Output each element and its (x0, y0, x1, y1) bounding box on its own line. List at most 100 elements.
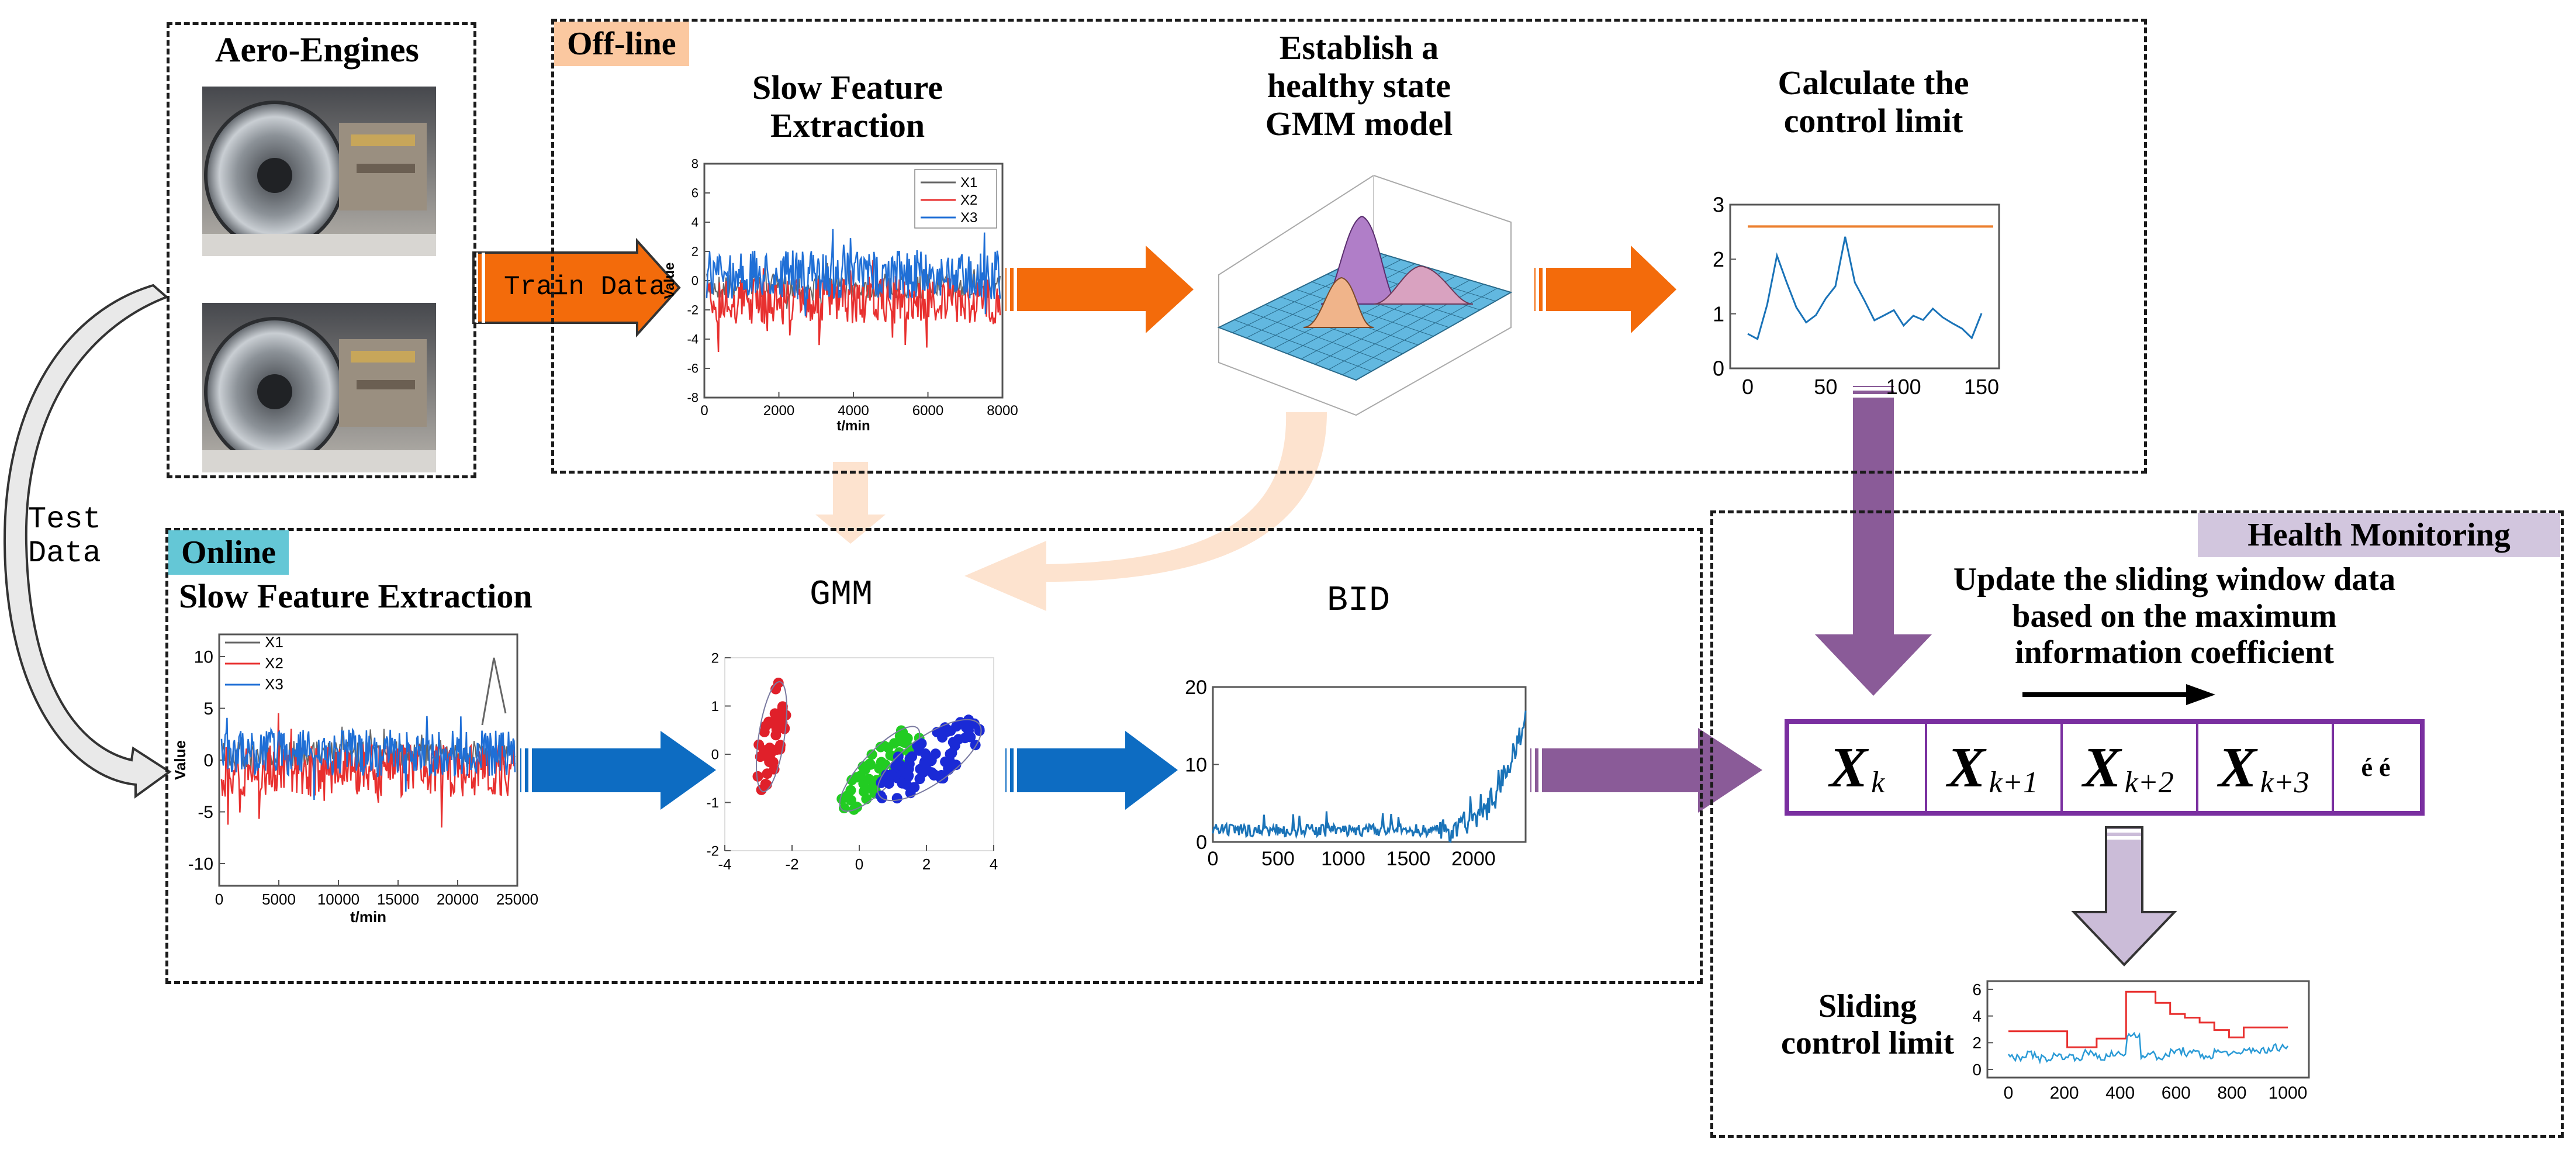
sliding-limit-line (2008, 990, 2288, 1048)
window-direction-arrow (2022, 684, 2215, 705)
sfe-on-y-label: -5 (198, 803, 213, 822)
cluster-blue-point (897, 778, 908, 789)
cluster-red-point (763, 716, 774, 727)
cluster-blue-point-ellipse (877, 719, 982, 802)
sfe-off-y-label: -2 (687, 303, 699, 317)
legend-label: X2 (960, 192, 977, 208)
limit-x-label: 50 (1814, 375, 1837, 399)
legend-label: X3 (265, 675, 283, 693)
offline-box (551, 19, 2147, 474)
gmm-x-label: 0 (855, 855, 863, 873)
slide-x-label: 400 (2105, 1083, 2135, 1103)
slide-x-label: 0 (2004, 1083, 2014, 1103)
window-to-sliding-arrow (2071, 826, 2177, 966)
sfe-on-x-label: 20000 (437, 890, 479, 908)
cluster-blue-point (895, 760, 906, 771)
offline-arrow-2 (1534, 246, 1676, 333)
sfe-off-x-label: 0 (700, 403, 708, 419)
sfe-off-x-label: 2000 (763, 403, 794, 419)
cluster-blue-point (886, 769, 897, 781)
window-cell-ellipsis: é é (2361, 753, 2391, 782)
limit-y-label: 3 (1713, 193, 1724, 217)
test-data-label: Test Data (28, 502, 101, 571)
limit-to-window-arrow (1815, 386, 1932, 696)
engine-image-1 (202, 87, 436, 256)
sfe-off-y-label: -4 (687, 332, 699, 347)
cluster-red-point (773, 716, 784, 727)
online-arrow-1 (520, 731, 716, 810)
surface-grid (1342, 288, 1498, 375)
cluster-green-point (841, 792, 852, 803)
sfe-on-y-label: 10 (194, 648, 213, 667)
cluster-blue-point (914, 774, 925, 785)
limit-y-label: 1 (1713, 302, 1724, 326)
legend-label: X1 (265, 633, 283, 651)
series-x3-line (220, 716, 516, 800)
gmm-x-label: 4 (990, 855, 998, 873)
bid-y-label: 10 (1185, 754, 1207, 776)
cluster-green-point (876, 757, 887, 768)
health-monitoring-tag: Health Monitoring (2198, 513, 2560, 557)
x-axis-title: t/min (350, 908, 386, 926)
gmm-3d-surface (1217, 174, 1513, 416)
slide-y-label: 4 (1972, 1007, 1982, 1025)
surface-peak-3 (1373, 265, 1474, 305)
aero-engines-title: Aero-Engines (215, 30, 419, 69)
cluster-red-point (773, 677, 784, 688)
model-to-online-gmm-arrow (964, 412, 1327, 611)
cluster-blue-point (883, 778, 894, 789)
cluster-red-point (752, 771, 763, 782)
bid-x-label: 1000 (1321, 848, 1365, 870)
offline-sfe-title: Slow Feature Extraction (752, 68, 943, 144)
slide-x-label: 200 (2050, 1083, 2079, 1103)
cluster-blue-point (922, 765, 933, 776)
cluster-red-point-ellipse (756, 681, 787, 792)
online-gmm-title: GMM (810, 575, 873, 615)
legend-label: X3 (960, 210, 977, 226)
train-arrow-stripes (475, 253, 485, 323)
cluster-green-point (859, 764, 870, 775)
online-box (165, 528, 1703, 984)
gmm-y-label: 2 (711, 650, 719, 666)
series-x3-line (706, 229, 1001, 316)
sfe-off-x-label: 8000 (987, 403, 1018, 419)
sfe-off-y-label: -6 (687, 361, 699, 376)
slide-x-label: 800 (2217, 1083, 2246, 1103)
sliding-statistic-line (2007, 1031, 2289, 1065)
cluster-green-point (863, 774, 874, 785)
gmm-x-label: 2 (922, 855, 931, 873)
sfe-off-y-label: 6 (691, 186, 699, 201)
limit-y-label: 0 (1713, 357, 1724, 381)
sfe-off-y-label: 0 (691, 274, 699, 288)
sfe-off-y-label: -8 (687, 391, 699, 405)
aero-engines-box (167, 22, 476, 478)
slide-x-label: 600 (2162, 1083, 2191, 1103)
cluster-green-point (839, 803, 850, 814)
series-x1-rise (481, 657, 507, 726)
cluster-red-point (764, 757, 775, 768)
gmm-y-label: -1 (707, 795, 719, 811)
train-data-arrow (472, 237, 681, 338)
online-sfe-title: Slow Feature Extraction (179, 577, 533, 615)
cluster-blue-point (965, 731, 976, 743)
sfe-on-y-label: -10 (188, 855, 213, 874)
limit-y-label: 2 (1713, 247, 1724, 271)
plot-frame (1729, 203, 2000, 370)
engine-image-2 (202, 303, 436, 472)
gmm-y-label: 0 (711, 747, 719, 762)
online-arrow-2 (1005, 731, 1178, 810)
sfe-to-gmm-arrow (815, 462, 886, 544)
sfe-off-y-label: 2 (691, 244, 699, 259)
cluster-blue-point (951, 721, 962, 732)
update-window-text: Update the sliding window data based on … (1953, 561, 2396, 671)
sfe-on-x-label: 25000 (496, 890, 538, 908)
gmm-model-title: Establish a healthy state GMM model (1265, 29, 1453, 143)
limit-x-label: 150 (1964, 375, 1999, 399)
offline-tag: Off-line (554, 22, 689, 66)
test-data-arrow (3, 284, 172, 799)
